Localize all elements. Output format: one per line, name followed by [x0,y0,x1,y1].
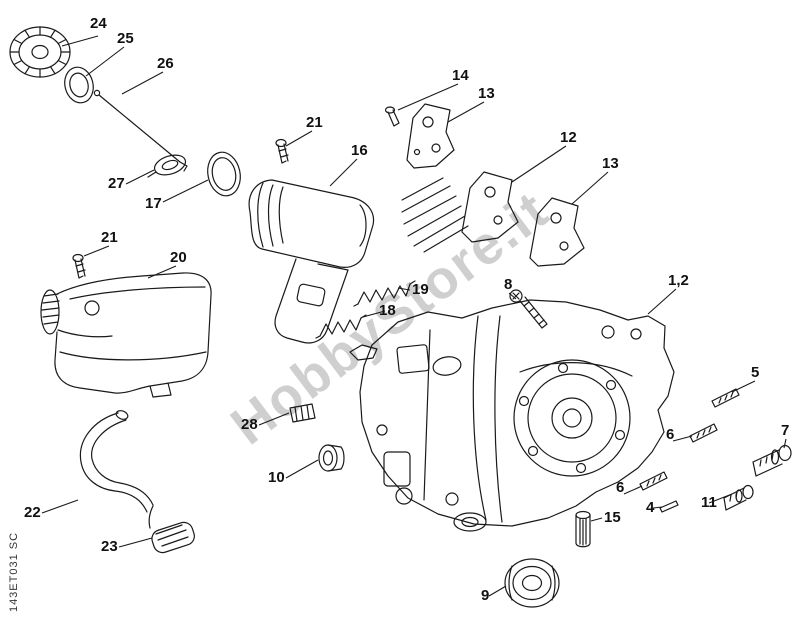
part-6-stud-b [639,471,668,491]
part-1-2-crankcase [359,299,675,532]
document-code: 143ET031 SC [8,531,20,613]
part-number-label: 5 [751,364,760,381]
part-11-screw [723,484,754,511]
part-number-label: 10 [268,469,285,486]
part-number-label: 6 [666,426,675,443]
leader-line [488,585,507,597]
part-number-label: 17 [145,195,162,212]
part-23-pickup-filter [148,505,195,554]
leader-line [83,245,110,257]
leader-line [590,517,603,522]
part-19-spring [353,280,416,307]
leader-line [162,179,209,203]
part-number-label: 23 [101,538,118,555]
part-number-label: 26 [157,55,174,72]
leader-line [731,380,756,393]
part-number-label: 21 [101,229,118,246]
part-21-screw-top [275,138,289,164]
part-16-handle-housing [248,179,375,344]
leader-lines [41,35,787,597]
leader-line [397,83,459,111]
leader-line [508,292,517,300]
leader-line [85,46,125,77]
leader-line [623,485,643,495]
part-number-label: 8 [504,276,513,293]
part-20-fuel-tank [40,272,212,398]
leader-line [258,412,290,426]
part-number-label: 6 [616,479,625,496]
leader-line [362,310,386,318]
part-number-label: 9 [481,587,490,604]
part-13-plate-a [406,103,455,169]
part-13-plate-b [529,197,585,267]
part-number-label: 13 [478,85,495,102]
part-number-label: 25 [117,30,134,47]
part-8-screw [509,289,548,329]
part-5-stud [711,388,740,408]
leader-line [329,158,358,187]
leader-line [647,288,677,315]
part-number-label: 21 [306,114,323,131]
part-number-label: 16 [351,142,368,159]
part-28-sleeve [289,403,316,423]
part-number-label: 7 [781,422,790,439]
part-10-oil-seal [318,444,345,472]
part-number-label: 28 [241,416,258,433]
part-number-label: 27 [108,175,125,192]
part-24-fuel-cap [9,26,71,78]
leader-line [61,35,99,47]
leader-line [41,499,79,514]
part-number-label: 22 [24,504,41,521]
part-26-retainer-wire [93,89,188,172]
part-12-shroud [401,171,519,253]
part-17-o-ring [207,151,241,197]
part-number-label: 24 [90,15,107,32]
leader-line [125,169,155,185]
part-25-gasket [64,66,94,104]
leader-line [783,438,787,449]
part-number-label: 15 [604,509,621,526]
leader-line [397,287,411,291]
leader-line [285,130,313,147]
leader-line [118,537,153,548]
part-21-screw-left [72,253,86,279]
leader-line [121,71,164,95]
part-27-cap-retainer [147,154,187,178]
leader-line [447,101,485,123]
part-number-label: 11 [701,494,717,511]
part-6-stud-a [689,423,718,443]
part-number-label: 20 [170,249,187,266]
part-number-label: 12 [560,129,577,146]
part-number-label: 4 [646,499,655,516]
leader-line [571,171,609,205]
part-number-label: 1,2 [668,272,689,289]
leader-line [285,459,319,479]
part-4-pin [659,500,679,513]
leader-line [708,493,733,504]
part-number-label: 18 [379,302,396,319]
part-22-fuel-hose [79,410,154,513]
part-number-label: 19 [412,281,429,298]
part-number-label: 13 [602,155,619,172]
leader-line [672,435,693,442]
part-15-plug [575,510,591,548]
part-14-screw [384,106,400,127]
part-9-buffer [504,558,560,608]
leader-line [147,265,177,279]
leader-line [511,145,567,183]
leader-line [652,506,663,509]
part-number-label: 14 [452,67,469,84]
